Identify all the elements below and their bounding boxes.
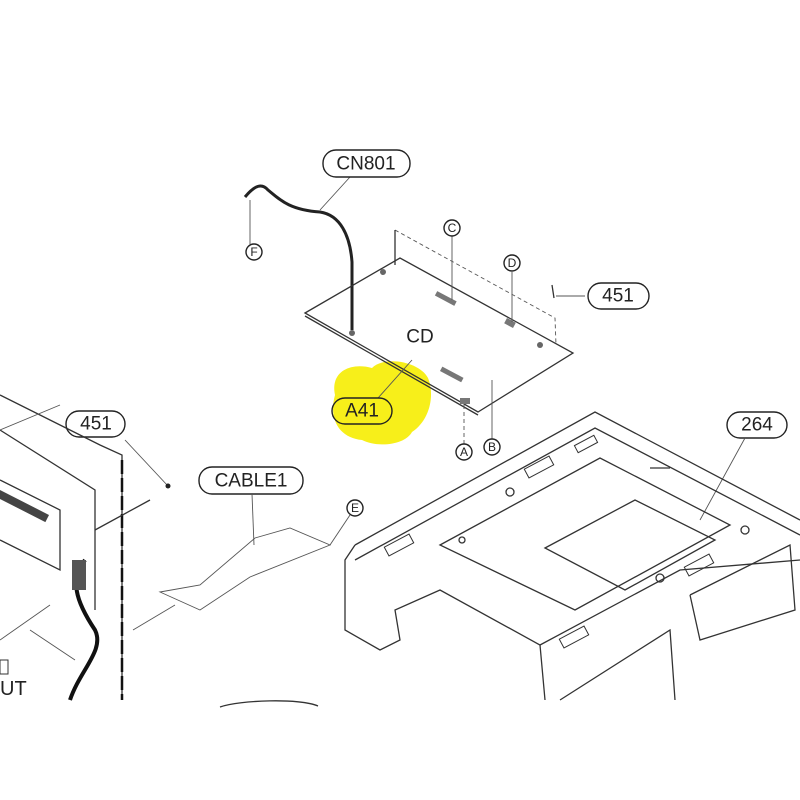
text-fragment-ut: UT [0,678,27,700]
connector-f-label: F [250,245,257,259]
callout-451-right-label: 451 [602,286,634,307]
callout-451-right: 451 [587,282,650,310]
connector-c-label: C [448,221,457,235]
callout-cn801-label: CN801 [336,154,395,175]
board-name-label: CD [406,327,433,348]
callout-cn801: CN801 [322,149,411,178]
callout-a41-label: A41 [345,401,379,422]
callout-cable1: CABLE1 [198,466,304,495]
connector-d-label: D [508,256,517,270]
connector-b-label: B [488,440,496,454]
callout-a41: A41 [331,397,393,425]
partial-bottom-part [219,700,319,708]
connector-a: A [455,443,473,461]
connector-e-label: E [351,501,359,515]
callout-264-label: 264 [741,415,773,436]
callout-cable1-label: CABLE1 [215,471,288,492]
cd-pcb-board [303,229,585,444]
chassis-frame [344,411,800,701]
connector-c: C [443,219,461,237]
connector-f: F [245,243,263,261]
callout-451-left-label: 451 [80,414,112,435]
callout-264: 264 [726,411,788,439]
connector-d: D [503,254,521,272]
callout-451-left: 451 [65,410,126,438]
front-panel-unit: UT [0,394,171,701]
connector-e: E [346,499,364,517]
connector-a-label: A [460,445,468,459]
flat-cable [132,493,351,631]
cn801-wire [243,176,354,330]
connector-b: B [483,438,501,456]
